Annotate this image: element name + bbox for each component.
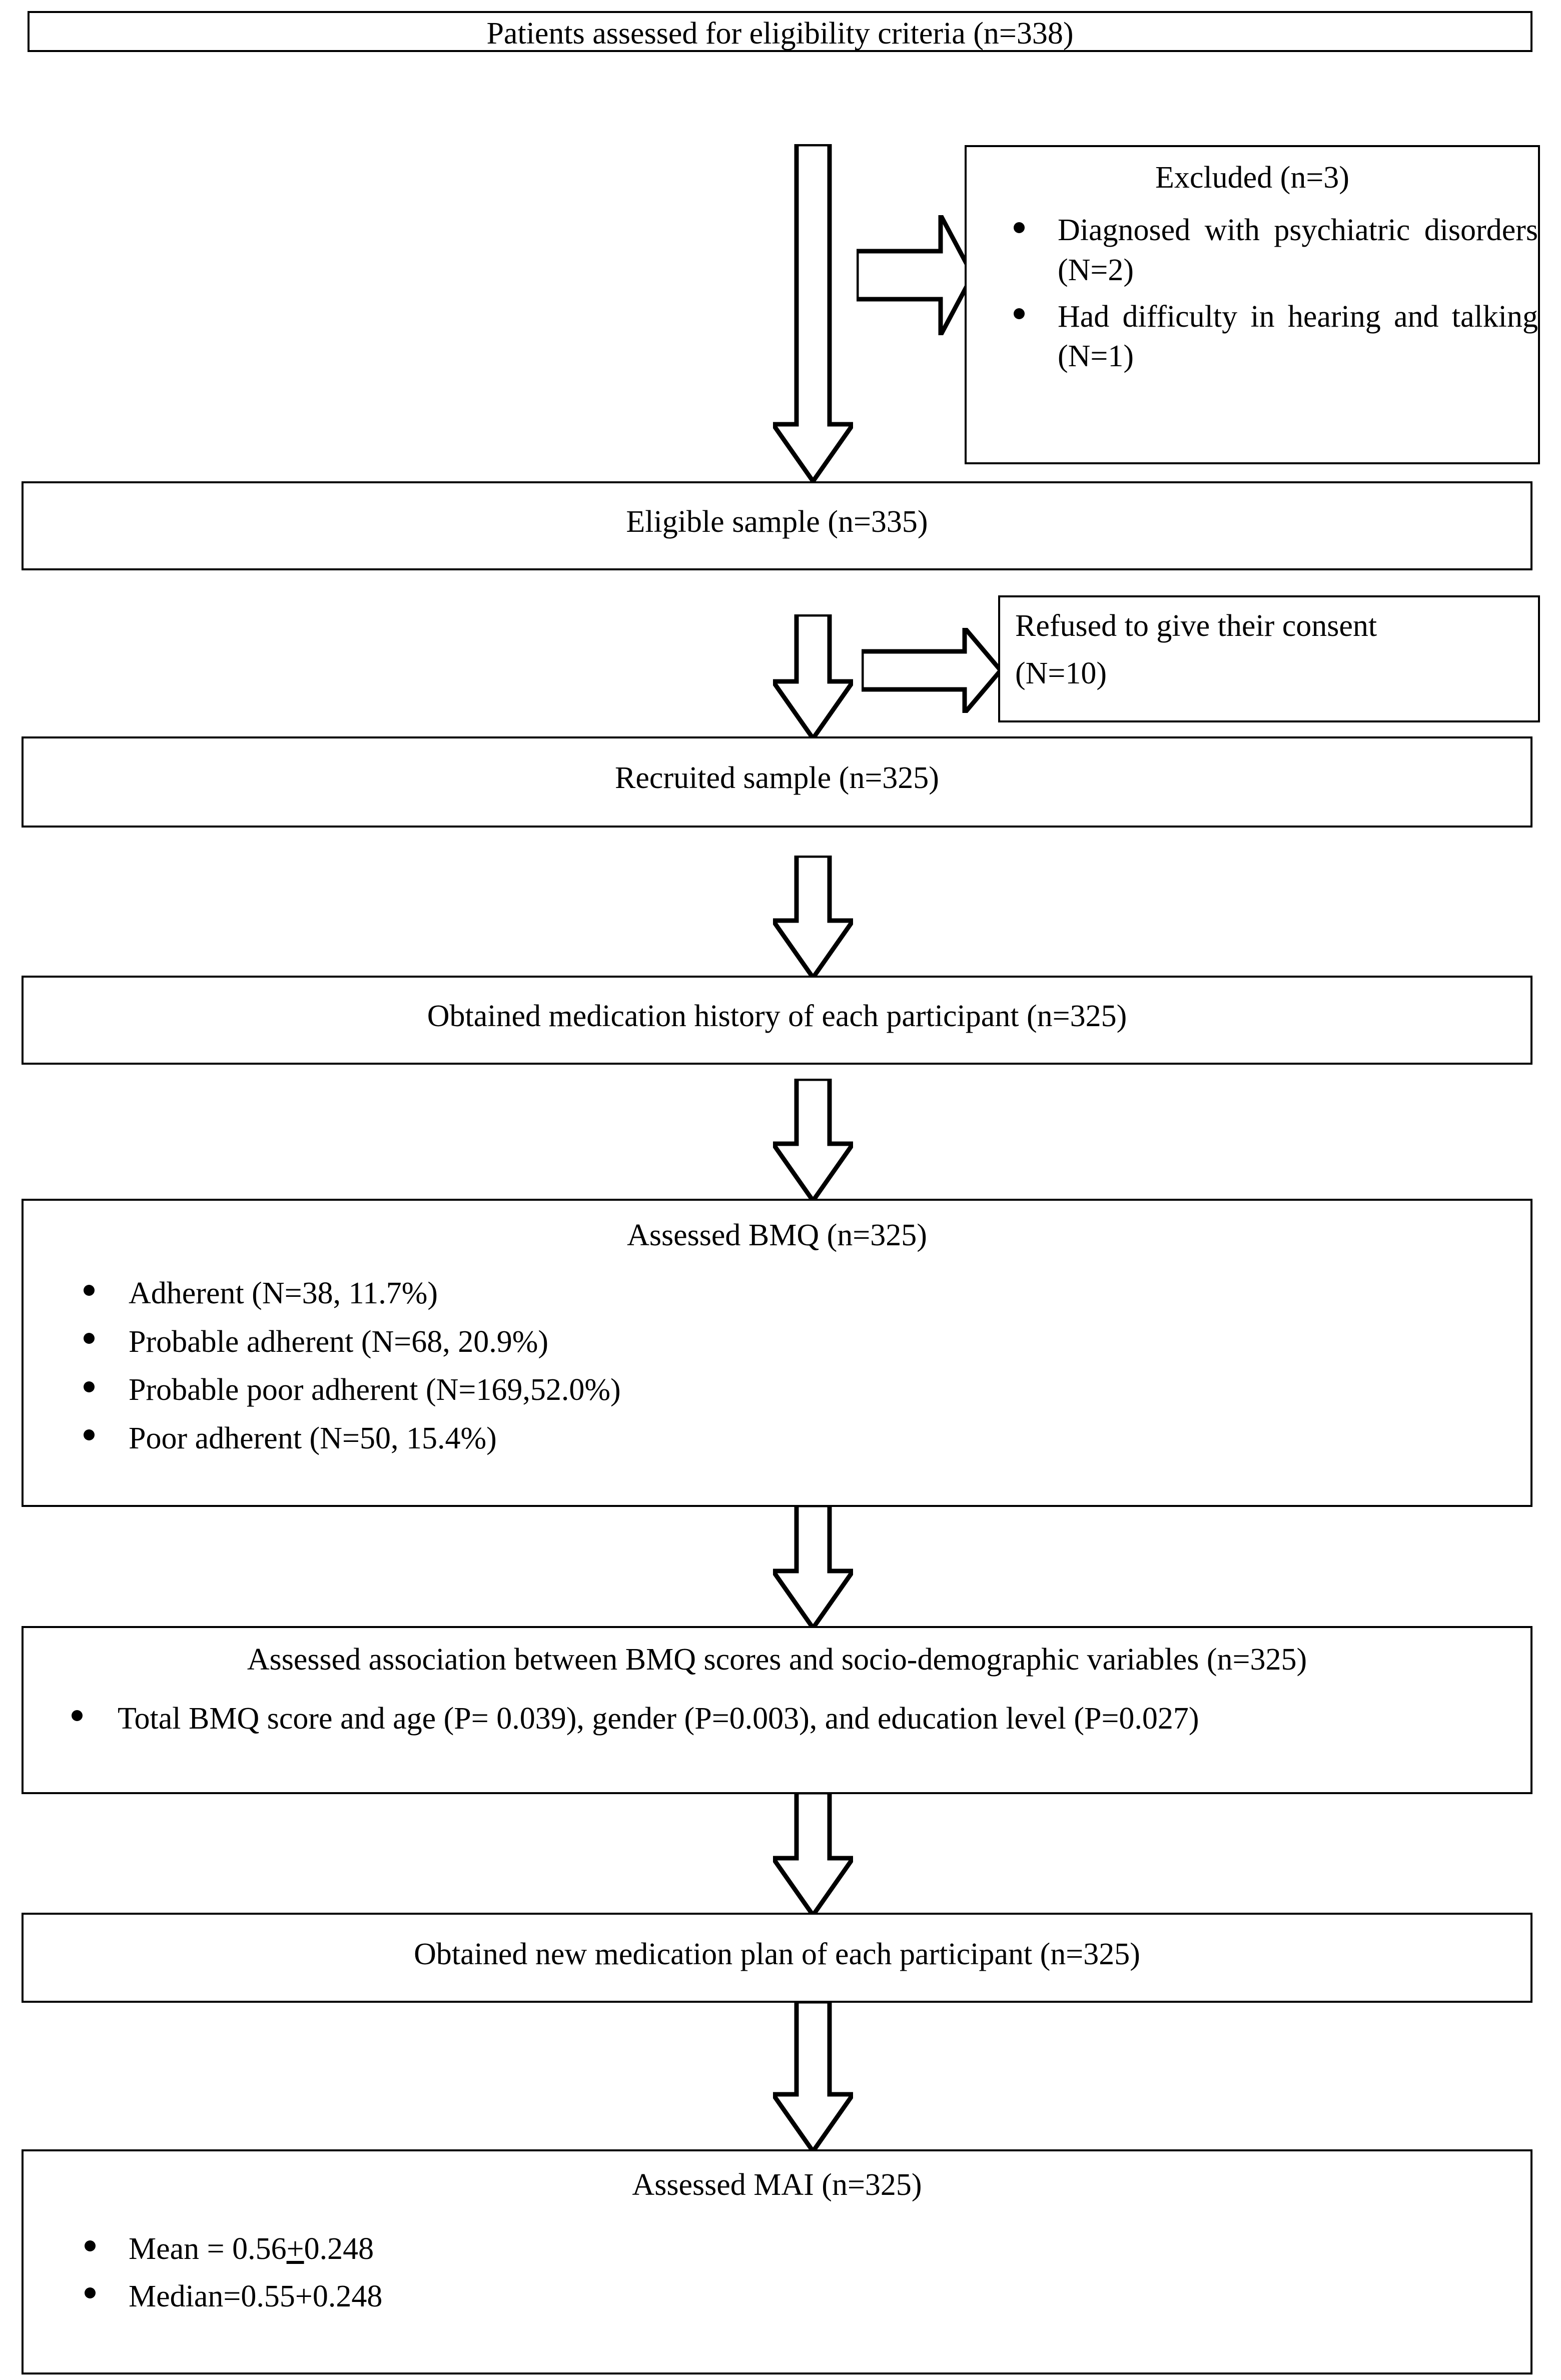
arrow-eligible-to-recruited xyxy=(773,614,853,738)
box-medication-history-title: Obtained medication history of each part… xyxy=(427,999,1127,1033)
bullet-icon xyxy=(72,1710,83,1721)
bmq-category-adherent: Adherent (N=38, 11.7%) xyxy=(129,1276,438,1311)
list-item: Probable adherent (N=68, 20.9%) xyxy=(74,1322,1530,1362)
box-eligible-sample-title: Eligible sample (n=335) xyxy=(626,505,928,539)
refused-consent-line1: Refused to give their consent xyxy=(1015,609,1377,643)
mai-mean-value: Mean = 0.56+0.248 xyxy=(129,2229,1530,2269)
bmq-category-probable-adherent: Probable adherent (N=68, 20.9%) xyxy=(129,1324,548,1359)
list-item: Adherent (N=38, 11.7%) xyxy=(74,1273,1530,1314)
box-eligible-sample: Eligible sample (n=335) xyxy=(22,481,1532,570)
list-item: Total BMQ score and age (P= 0.039), gend… xyxy=(63,1699,1530,1739)
refused-consent-line2: (N=10) xyxy=(1015,656,1107,691)
box-recruited-sample: Recruited sample (n=325) xyxy=(22,736,1532,828)
box-assessed-association-title: Assessed association between BMQ scores … xyxy=(247,1643,1307,1677)
box-medication-history: Obtained medication history of each part… xyxy=(22,976,1532,1065)
list-item: Probable poor adherent (N=169,52.0%) xyxy=(74,1370,1530,1410)
excluded-bullet-list: Diagnosed with psychiatric disorders (N=… xyxy=(967,211,1538,376)
list-item: Mean = 0.56+0.248 xyxy=(74,2229,1530,2269)
excluded-reason-2: Had difficulty in hearing and talking (N… xyxy=(1058,300,1538,374)
bullet-icon xyxy=(84,1284,95,1296)
list-item: Diagnosed with psychiatric disorders (N=… xyxy=(1003,211,1538,290)
mai-mean-prefix: Mean = 0.56 xyxy=(129,2232,287,2266)
bmq-category-poor-adherent: Poor adherent (N=50, 15.4%) xyxy=(129,1421,497,1456)
list-item: Poor adherent (N=50, 15.4%) xyxy=(74,1418,1530,1459)
association-pvalues-text: Total BMQ score and age (P= 0.039), gend… xyxy=(118,1702,1199,1736)
arrow-bmq-to-association xyxy=(773,1505,853,1628)
arrow-eligible-to-refused xyxy=(862,628,1001,713)
bullet-icon xyxy=(84,1429,95,1441)
box-assessed-bmq: Assessed BMQ (n=325) Adherent (N=38, 11.… xyxy=(22,1199,1532,1507)
box-refused-consent-text: Refused to give their consent (N=10) xyxy=(1000,597,1538,692)
mai-median-value: Median=0.55+0.248 xyxy=(129,2279,383,2313)
box-refused-consent: Refused to give their consent (N=10) xyxy=(998,595,1540,722)
excluded-reason-1: Diagnosed with psychiatric disorders (N=… xyxy=(1058,213,1538,287)
bullet-icon xyxy=(1014,222,1025,233)
box-assessed-mai: Assessed MAI (n=325) Mean = 0.56+0.248 M… xyxy=(22,2149,1532,2374)
box-assessed-association: Assessed association between BMQ scores … xyxy=(22,1626,1532,1794)
mai-mean-suffix: 0.248 xyxy=(304,2232,374,2266)
list-item: Had difficulty in hearing and talking (N… xyxy=(1003,297,1538,377)
arrow-eligibility-to-eligible xyxy=(773,144,853,481)
mai-bullet-list: Mean = 0.56+0.248 Median=0.55+0.248 xyxy=(24,2229,1530,2316)
bullet-icon xyxy=(84,1333,95,1344)
bullet-icon xyxy=(85,2240,96,2251)
box-patients-assessed: Patients assessed for eligibility criter… xyxy=(28,11,1532,52)
list-item: Median=0.55+0.248 xyxy=(74,2276,1530,2317)
mai-mean-plusminus: + xyxy=(286,2232,304,2266)
bullet-icon xyxy=(85,2287,96,2299)
box-excluded: Excluded (n=3) Diagnosed with psychiatri… xyxy=(965,145,1540,464)
bmq-category-probable-poor-adherent: Probable poor adherent (N=169,52.0%) xyxy=(129,1373,621,1407)
box-recruited-sample-title: Recruited sample (n=325) xyxy=(615,761,939,795)
box-assessed-mai-title: Assessed MAI (n=325) xyxy=(632,2168,922,2202)
arrow-newplan-to-mai xyxy=(773,2001,853,2151)
bmq-bullet-list: Adherent (N=38, 11.7%) Probable adherent… xyxy=(24,1273,1530,1458)
arrow-association-to-newplan xyxy=(773,1792,853,1915)
arrow-recruited-to-medhistory xyxy=(773,856,853,978)
box-new-medication-plan: Obtained new medication plan of each par… xyxy=(22,1913,1532,2003)
box-patients-assessed-title: Patients assessed for eligibility criter… xyxy=(486,17,1074,51)
box-assessed-bmq-title: Assessed BMQ (n=325) xyxy=(627,1218,927,1252)
arrow-medhistory-to-bmq xyxy=(773,1079,853,1201)
box-excluded-title: Excluded (n=3) xyxy=(1155,161,1349,195)
bullet-icon xyxy=(1014,308,1025,320)
bullet-icon xyxy=(84,1381,95,1392)
box-new-medication-plan-title: Obtained new medication plan of each par… xyxy=(414,1937,1140,1971)
arrow-eligibility-to-excluded xyxy=(857,215,973,335)
association-bullet-list: Total BMQ score and age (P= 0.039), gend… xyxy=(24,1699,1530,1739)
